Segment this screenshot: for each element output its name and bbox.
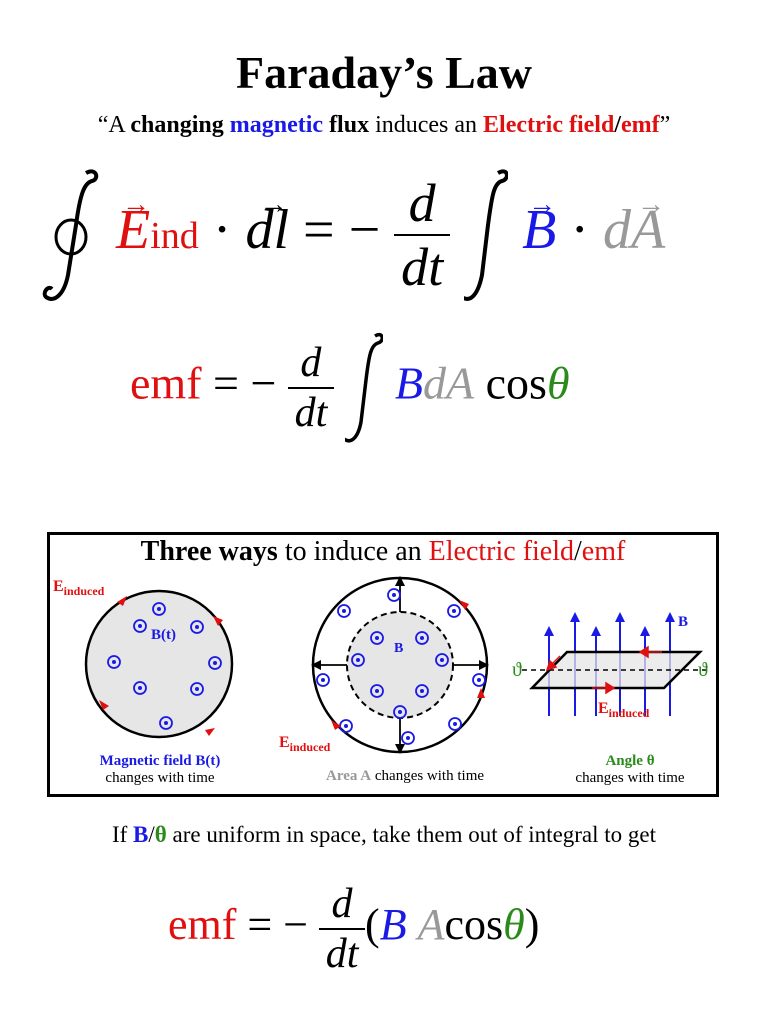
- panel1-b-label: B(t): [151, 627, 176, 643]
- three-ways-panel: [47, 532, 719, 797]
- e-vector: → Eind: [116, 188, 199, 261]
- panel3-caption: Angle θ changes with time: [540, 753, 720, 787]
- e-subscript-ind: ind: [150, 214, 199, 257]
- note-theta: θ: [154, 822, 167, 847]
- e-sub: induced: [608, 706, 650, 721]
- faraday-quote: “A changing magnetic flux induces an Ele…: [0, 112, 768, 139]
- title-rest: to induce an: [284, 536, 422, 567]
- frac-den: dt: [325, 931, 359, 977]
- a-symbol: A: [417, 900, 445, 950]
- title-electric-field: Electric field: [428, 536, 575, 567]
- panel3-e-induced: Einduced: [598, 700, 649, 721]
- note-rest: are uniform in space, take them out of i…: [172, 822, 657, 847]
- panel3-b-label: B: [678, 614, 689, 630]
- emf-label: emf: [130, 357, 202, 409]
- equals-minus-2: = −: [213, 357, 277, 409]
- cos-label: cos: [444, 900, 504, 950]
- uniform-note: If B/θ are uniform in space, take them o…: [0, 822, 768, 848]
- cap-line2: changes with time: [575, 770, 685, 786]
- b-symbol: B: [394, 357, 424, 409]
- d-dt-fraction-1: d dt: [394, 172, 451, 298]
- da-symbol: dA: [423, 357, 475, 409]
- title-bold: Three ways: [140, 536, 278, 567]
- note-slash: /: [148, 822, 155, 847]
- e-symbol: E: [116, 198, 151, 261]
- page-title: Faraday’s Law: [235, 47, 532, 98]
- e-sub: induced: [63, 584, 105, 599]
- cap-line1: Angle θ: [605, 753, 655, 769]
- d-dt-fraction-2: d dt: [287, 339, 334, 437]
- frac-den: dt: [401, 237, 444, 297]
- cos-label: cos: [485, 357, 547, 409]
- dl-symbol: dl: [245, 198, 289, 261]
- panel2-b-label: B: [394, 641, 404, 656]
- note-b: B: [133, 822, 149, 847]
- da-vector: → dA: [603, 188, 666, 261]
- quote-magnetic: magnetic: [229, 112, 324, 138]
- contour-integral-icon: [42, 169, 99, 301]
- emf-label: emf: [168, 900, 237, 950]
- left-paren: (: [365, 900, 380, 950]
- quote-flux: flux: [329, 112, 370, 138]
- panel2-diagram: [311, 576, 489, 754]
- quote-close: ”: [659, 112, 671, 138]
- equals-minus-1: = −: [303, 198, 381, 261]
- frac-bar: [394, 234, 451, 236]
- dot-product-2: ·: [570, 198, 590, 261]
- cap-rest: changes with time: [374, 768, 485, 784]
- dot-product-1: ·: [212, 198, 232, 261]
- quote-electric-field: Electric field: [483, 112, 615, 138]
- e-sub: induced: [289, 740, 331, 755]
- b-symbol: B: [379, 900, 407, 950]
- panel2-e-induced: Einduced: [279, 734, 330, 755]
- panel1-caption: Magnetic field B(t) changes with time: [60, 753, 260, 787]
- frac-num: d: [408, 173, 436, 233]
- frac-num: d: [331, 881, 353, 927]
- equation-integral-form: → Eind · → dl = − d dt → B · → dA: [40, 165, 740, 315]
- theta-symbol: θ: [503, 900, 525, 950]
- d-dt-fraction-3: d dt: [319, 880, 366, 978]
- integral-icon: [464, 169, 509, 301]
- b-vector: → B: [522, 188, 557, 261]
- quote-slash: /: [614, 112, 621, 138]
- equation-emf-final: emf = − d dt (B Acosθ): [168, 880, 598, 1000]
- dl-vector: → dl: [245, 188, 289, 261]
- theta-left-icon: ϑ: [512, 659, 522, 681]
- integral-icon: [345, 332, 384, 443]
- cap-line2: changes with time: [105, 770, 215, 786]
- frac-den: dt: [294, 390, 328, 436]
- panel2-caption: Area A changes with time: [300, 768, 510, 785]
- theta-right-icon: ϑ: [698, 659, 708, 681]
- panel2-dashed-circle: [346, 611, 454, 719]
- title-emf: emf: [581, 536, 626, 567]
- quote-induces: induces an: [375, 112, 478, 138]
- equals-minus-3: = −: [247, 900, 309, 950]
- equation-emf-cos: emf = − d dt BdA cosθ: [130, 330, 690, 450]
- panel1-e-induced: Einduced: [53, 578, 104, 599]
- e-label: E: [53, 578, 64, 595]
- quote-open: “A: [97, 112, 131, 138]
- theta-symbol: θ: [546, 357, 570, 409]
- e-label: E: [279, 734, 290, 751]
- da-symbol: dA: [603, 198, 666, 261]
- note-if: If: [111, 822, 128, 847]
- frac-num: d: [300, 340, 322, 386]
- panel1-diagram: [84, 589, 234, 739]
- right-paren: ): [524, 900, 540, 950]
- quote-emf: emf: [621, 112, 660, 138]
- frac-bar: [287, 387, 334, 389]
- title-slash: /: [574, 536, 582, 567]
- quote-changing: changing: [130, 112, 224, 138]
- panel3-diagram: ϑ ϑ: [512, 612, 708, 716]
- frac-bar: [319, 928, 366, 930]
- b-symbol: B: [522, 198, 557, 261]
- e-label: E: [598, 700, 609, 717]
- cap-area: Area A: [325, 768, 372, 784]
- three-ways-title: Three ways to induce an Electric field/e…: [47, 536, 719, 568]
- cap-line1: Magnetic field B(t): [99, 753, 221, 769]
